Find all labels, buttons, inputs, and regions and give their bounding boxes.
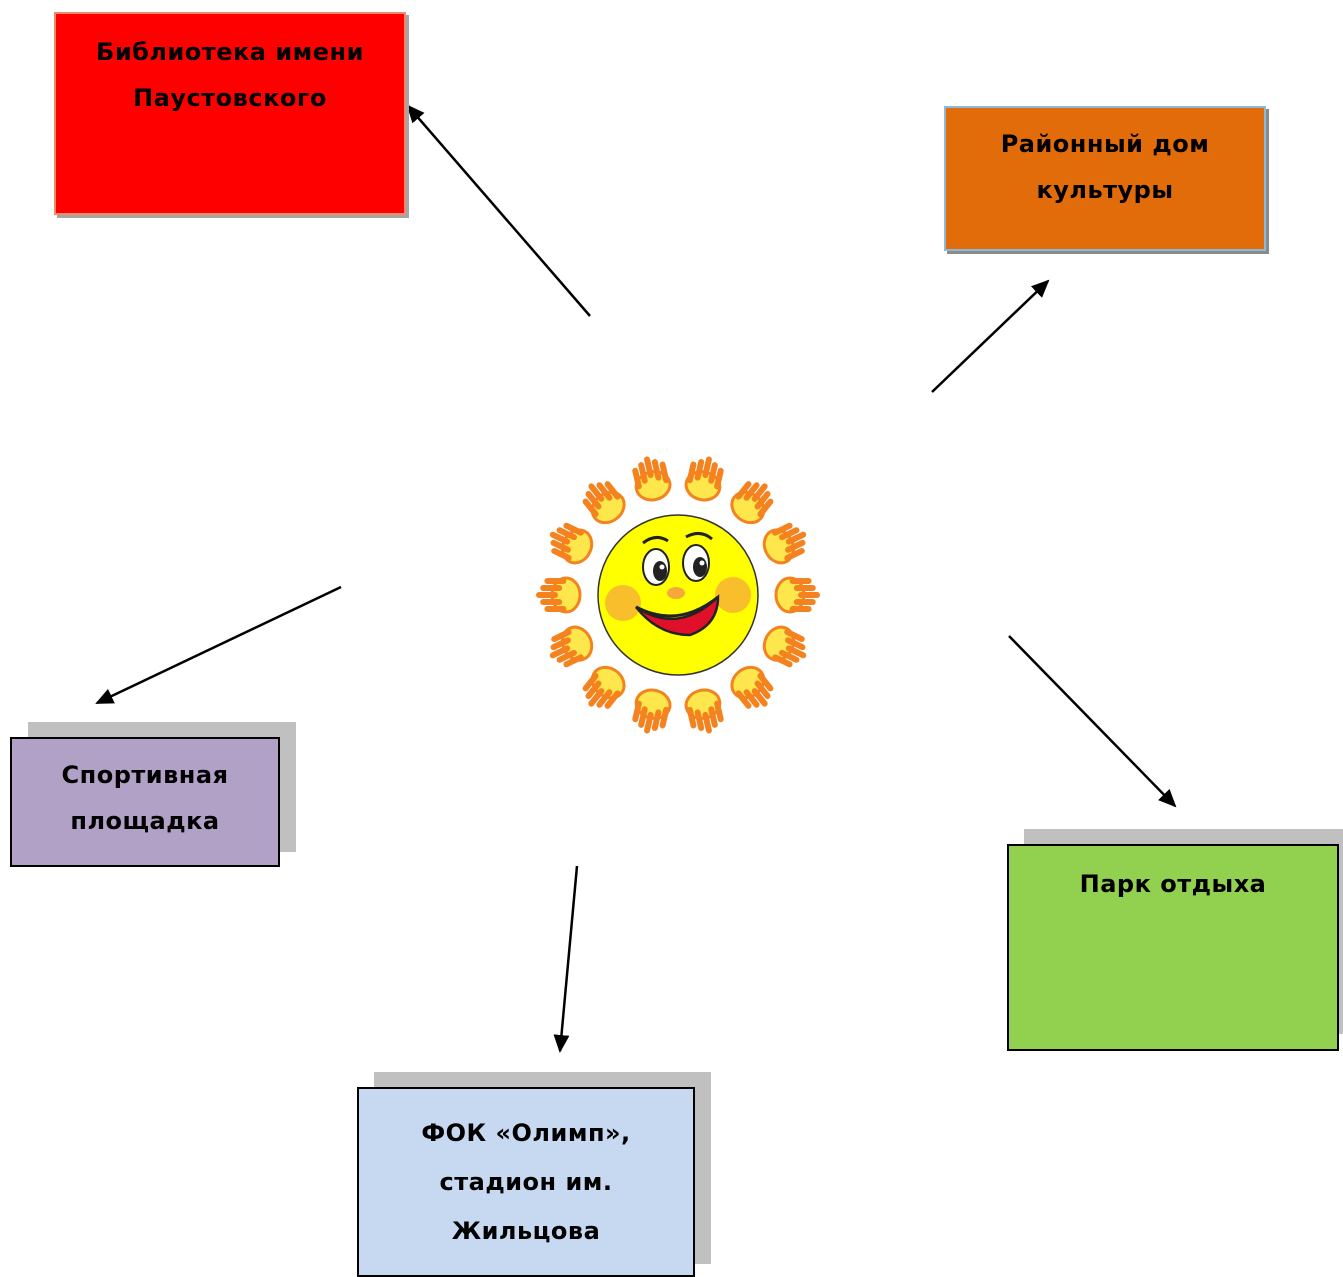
arrow-to-culture — [931, 279, 1050, 393]
node-fok-line-3: Жильцова — [451, 1217, 601, 1246]
smiling-sun-icon — [536, 456, 820, 734]
node-fok-olymp: ФОК «Олимп», стадион им. Жильцова — [357, 1087, 695, 1277]
node-library-line-2: Паустовского — [133, 83, 327, 112]
node-library: Библиотека имени Паустовского — [54, 12, 406, 215]
node-park-line-1: Парк отдыха — [1079, 870, 1267, 898]
arrow-to-park — [1008, 635, 1177, 808]
node-fok-line-2: стадион им. — [439, 1168, 613, 1197]
node-culture-line-2: культуры — [1036, 175, 1174, 204]
arrow-to-fok — [553, 865, 579, 1053]
arrow-to-library — [406, 104, 591, 317]
node-culture-line-1: Районный дом — [1000, 130, 1210, 158]
node-sport-line-2: площадка — [70, 806, 220, 835]
node-park: Парк отдыха — [1007, 844, 1339, 1051]
node-library-line-1: Библиотека имени — [96, 38, 364, 66]
node-fok-line-1: ФОК «Олимп», — [421, 1119, 631, 1147]
node-sport-ground: Спортивная площадка — [10, 737, 280, 867]
node-culture-house: Районный дом культуры — [944, 106, 1266, 251]
node-sport-line-1: Спортивная — [61, 761, 229, 789]
arrow-to-sport — [95, 585, 342, 705]
